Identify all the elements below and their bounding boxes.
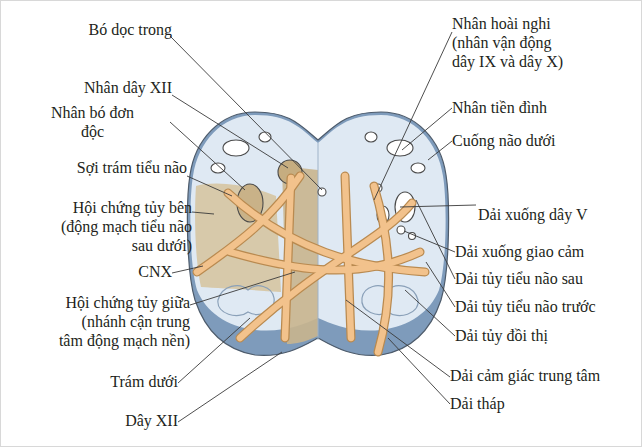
leader-line: [428, 141, 452, 160]
callout-label: Nhân tiền đình: [452, 98, 547, 117]
fiber: [285, 178, 291, 338]
fiber-outline: [285, 178, 291, 338]
nucleus-oval: [387, 140, 413, 156]
callout-label: CNX: [138, 262, 172, 281]
callout-label: Nhân bó đơn độc: [45, 103, 140, 141]
nucleus-dot: [397, 226, 405, 234]
leader-line: [400, 205, 476, 207]
callout-label: Sợi trám tiểu não: [77, 158, 187, 177]
leader-line: [416, 200, 455, 279]
callout-label: Dải xuống giao cảm: [455, 242, 584, 261]
leader-line: [178, 352, 282, 422]
callout-label: Dây XII: [125, 411, 178, 430]
fiber: [374, 186, 389, 352]
callout-label: Nhân dây XII: [84, 78, 172, 97]
leader-line: [170, 122, 245, 190]
fiber: [228, 193, 425, 272]
leader-line: [187, 176, 232, 196]
callout-label: Hội chứng tủy bên (động mạch tiểu não sa…: [42, 198, 192, 255]
leader-line: [402, 108, 452, 150]
nucleus-dot: [318, 188, 326, 196]
nucleus-oval: [411, 163, 425, 173]
leader-line: [190, 272, 295, 305]
callout-label: Nhân hoài nghi (nhân vận động dây IX và …: [452, 14, 570, 71]
midline: [318, 143, 319, 340]
callout-label: Dải tủy đồi thị: [455, 326, 548, 345]
nucleus-oval: [223, 140, 249, 156]
fiber-outline: [228, 193, 425, 272]
callout-label: Cuống não dưới: [452, 131, 555, 150]
callout-label: Bó dọc trong: [88, 20, 172, 39]
callout-label: Dải tủy tiểu não trước: [455, 297, 596, 316]
medulla-outline: [187, 112, 448, 355]
leader-line: [404, 231, 455, 252]
callout-label: Dải tháp: [450, 394, 505, 413]
callout-label: Dải xuống dây V: [478, 205, 587, 224]
fiber: [345, 176, 351, 338]
leader-line: [405, 290, 455, 336]
leader-line: [192, 212, 214, 214]
callout-label: Dải tủy tiểu não sau: [455, 269, 583, 288]
nucleus-oval: [365, 132, 377, 142]
leader-line: [426, 262, 455, 307]
callout-label: Dải cảm giác trung tâm: [450, 366, 600, 385]
leader-line: [170, 36, 322, 190]
callout-label: Trám dưới: [110, 372, 178, 391]
leader-line: [346, 300, 450, 377]
leader-line: [172, 95, 288, 168]
leader-line: [172, 266, 203, 273]
fiber-outline: [345, 176, 351, 338]
nucleus-oval: [211, 163, 225, 173]
leader-line: [374, 32, 452, 200]
leader-line: [388, 338, 450, 404]
medial-syndrome-region: [282, 166, 318, 344]
callout-label: Hội chứng tủy giữa (nhánh cận trung tâm …: [57, 293, 190, 350]
